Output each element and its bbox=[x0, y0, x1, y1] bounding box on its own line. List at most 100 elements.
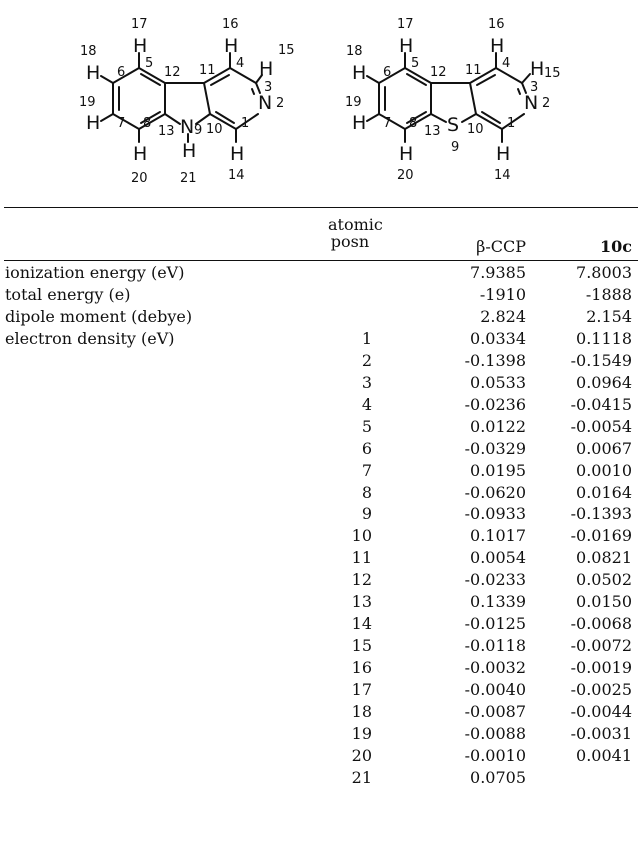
bond bbox=[495, 67, 523, 84]
cell-beta-ccp: -0.0087 bbox=[464, 702, 526, 721]
cell-beta-ccp: -0.0933 bbox=[464, 504, 526, 524]
cell-beta-ccp: 0.1339 bbox=[470, 592, 526, 612]
atom-number: 20 bbox=[397, 168, 414, 183]
atom-number: 19 bbox=[345, 95, 362, 110]
bond bbox=[378, 67, 406, 84]
atom-number: 3 bbox=[264, 80, 272, 95]
atom-number: 16 bbox=[488, 17, 505, 32]
bond bbox=[461, 113, 477, 123]
atom-number: 7 bbox=[117, 116, 125, 131]
bond bbox=[366, 75, 380, 84]
atom-number: 15 bbox=[544, 66, 561, 81]
atom-number: 7 bbox=[383, 116, 391, 131]
atom-number: 13 bbox=[158, 124, 175, 139]
cell-10c: -0.0072 bbox=[570, 636, 632, 656]
cell-beta-ccp: 0.0054 bbox=[470, 548, 526, 568]
carboline-structure bbox=[100, 52, 263, 143]
atom-number: 20 bbox=[131, 171, 148, 186]
carboline-labels: 17 16 15 18 6 5 12 11 4 3 2 19 7 8 13 9 … bbox=[79, 17, 295, 186]
atom-number: 1 bbox=[241, 116, 249, 131]
hydrogen-label: H bbox=[133, 35, 147, 57]
cell-10c: -0.0031 bbox=[570, 724, 632, 743]
cell-beta-ccp: 2.824 bbox=[480, 306, 526, 326]
col-header-10c: 10c bbox=[599, 237, 632, 256]
cell-posn: 10 bbox=[351, 526, 372, 546]
bond bbox=[255, 74, 263, 84]
atom-number: 8 bbox=[409, 116, 417, 131]
bond bbox=[112, 113, 140, 130]
atom-number: 10 bbox=[206, 122, 223, 137]
cell-posn: 1 bbox=[361, 328, 372, 348]
sulfur-label: S bbox=[447, 114, 459, 136]
cell-beta-ccp: -0.0329 bbox=[464, 438, 526, 458]
table-top-rule bbox=[4, 207, 638, 208]
cell-10c: -0.1549 bbox=[570, 350, 632, 370]
bond bbox=[501, 113, 525, 130]
bond bbox=[229, 67, 257, 84]
cell-posn: 5 bbox=[361, 416, 372, 436]
bond-double bbox=[406, 111, 427, 124]
atom-number: 3 bbox=[530, 80, 538, 95]
cell-10c: 0.0502 bbox=[576, 570, 632, 590]
cell-10c: -0.1393 bbox=[570, 504, 632, 524]
col-header-posn-line1: atomic bbox=[328, 215, 383, 234]
cell-10c: -0.0025 bbox=[570, 680, 632, 699]
atom-number: 8 bbox=[143, 116, 151, 131]
bond bbox=[203, 67, 231, 84]
hydrogen-label: H bbox=[86, 62, 100, 84]
cell-posn: 4 bbox=[361, 394, 372, 414]
atom-number: 16 bbox=[222, 17, 239, 32]
atom-number: 14 bbox=[494, 168, 511, 183]
cell-posn: 13 bbox=[351, 592, 372, 612]
bond bbox=[138, 67, 166, 84]
atom-number: 17 bbox=[131, 17, 148, 32]
cell-10c: 0.0150 bbox=[576, 592, 632, 612]
bond bbox=[138, 113, 166, 130]
hydrogen-label: H bbox=[259, 58, 273, 80]
cell-posn: 20 bbox=[351, 745, 372, 765]
hydrogen-label: H bbox=[133, 143, 147, 165]
atom-number: 11 bbox=[465, 63, 482, 78]
col-header-posn: atomic posn bbox=[328, 215, 383, 250]
cell-beta-ccp: 0.0533 bbox=[470, 372, 526, 392]
atom-number: 15 bbox=[278, 43, 295, 58]
cell-posn: 9 bbox=[361, 504, 372, 524]
cell-10c: 0.0164 bbox=[576, 482, 632, 502]
bond bbox=[521, 82, 527, 94]
bond-double bbox=[476, 74, 496, 86]
atom-number: 21 bbox=[180, 171, 197, 186]
bond-double bbox=[251, 88, 255, 95]
atom-number: 19 bbox=[79, 95, 96, 110]
cell-posn: 11 bbox=[351, 548, 372, 568]
hydrogen-label: H bbox=[352, 62, 366, 84]
bond bbox=[366, 113, 380, 122]
hydrogen-label: H bbox=[224, 35, 238, 57]
bond bbox=[112, 67, 140, 84]
bond bbox=[469, 67, 497, 84]
bond bbox=[164, 113, 181, 125]
cell-10c: -1888 bbox=[585, 284, 632, 304]
cell-beta-ccp: 7.9385 bbox=[470, 263, 526, 282]
cell-10c: 2.154 bbox=[586, 306, 632, 326]
bond-double bbox=[481, 111, 501, 124]
atom-number: 9 bbox=[451, 140, 459, 155]
cell-beta-ccp: -0.0236 bbox=[464, 394, 526, 414]
cell-beta-ccp: -0.0088 bbox=[464, 724, 526, 743]
bond bbox=[203, 82, 211, 115]
bond bbox=[404, 67, 432, 84]
atom-number: 13 bbox=[424, 124, 441, 139]
hydrogen-label: H bbox=[230, 143, 244, 165]
cell-posn: 16 bbox=[351, 658, 372, 678]
atom-number: 4 bbox=[236, 56, 244, 71]
bond-double bbox=[210, 74, 230, 86]
cell-10c: 0.0821 bbox=[576, 548, 632, 568]
thieno-labels: 17 16 18 6 5 12 11 4 3 15 2 19 7 8 13 10… bbox=[345, 17, 561, 183]
cell-posn: 14 bbox=[351, 614, 372, 634]
nitrogen-label: N bbox=[524, 92, 538, 114]
bond bbox=[469, 82, 477, 115]
bond-double bbox=[517, 88, 521, 95]
atom-number: 12 bbox=[430, 65, 447, 80]
bond bbox=[209, 113, 237, 130]
atom-number: 18 bbox=[346, 44, 363, 59]
thieno-structure bbox=[366, 52, 531, 143]
